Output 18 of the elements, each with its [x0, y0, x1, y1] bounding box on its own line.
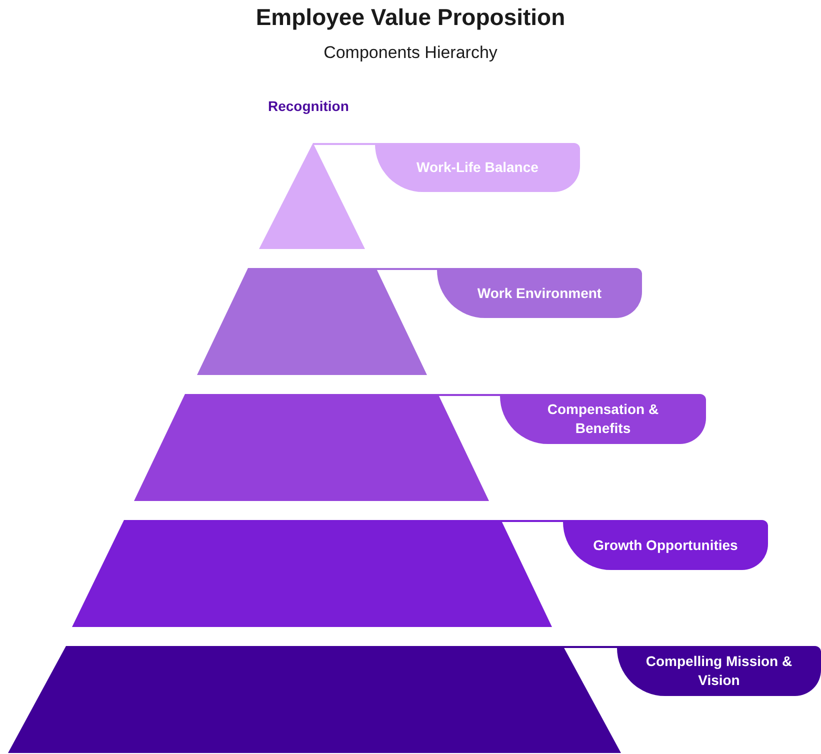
subtitle: Components Hierarchy: [322, 43, 498, 63]
pyramid-layer: [197, 268, 427, 375]
connector-line: [563, 646, 617, 648]
label-tab: Work-Life Balance: [375, 143, 580, 192]
connector-line: [313, 143, 375, 145]
label-tab: Compelling Mission & Vision: [617, 646, 821, 696]
pyramid-layer: [8, 646, 621, 753]
label-tab: Work Environment: [437, 268, 642, 318]
level-label: Recognition: [268, 98, 349, 114]
pyramid-layer: [134, 394, 489, 501]
pyramid-layer: [72, 520, 552, 627]
label-tab: Compensation & Benefits: [500, 394, 706, 444]
pyramid-top-triangle: [259, 143, 365, 249]
connector-line: [501, 520, 563, 522]
title: Employee Value Proposition: [254, 4, 566, 31]
connector-line: [376, 268, 437, 270]
label-tab: Growth Opportunities: [563, 520, 768, 570]
connector-line: [438, 394, 500, 396]
